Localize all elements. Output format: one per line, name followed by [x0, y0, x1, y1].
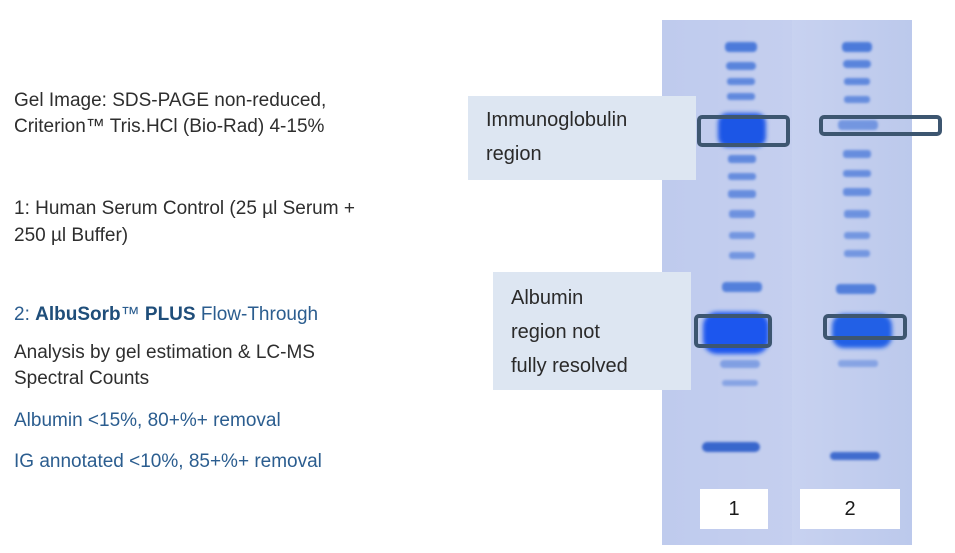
- albumin-callout: Albumin region not fully resolved: [493, 272, 691, 390]
- lane2-suffix: Flow-Through: [195, 304, 319, 325]
- analysis-line1: Analysis by gel estimation & LC-MS: [14, 342, 315, 363]
- lane1-description-line2: 250 µl Buffer): [14, 225, 129, 246]
- lane2-description: 2: AlbuSorb™ PLUS Flow-Through: [14, 302, 318, 327]
- lane2-label: 2: [800, 489, 900, 529]
- lane2-plus: PLUS: [144, 304, 196, 325]
- immunoglobulin-callout: Immunoglobulin region: [468, 96, 696, 180]
- albumin-callout-line2: region not: [511, 321, 600, 343]
- lane2-ig-box: [819, 115, 942, 136]
- lane1-albumin-box: [694, 314, 772, 348]
- lane2-albumin-box: [823, 314, 907, 340]
- albumin-callout-line3: fully resolved: [511, 355, 628, 377]
- lane2-bands: [830, 42, 892, 460]
- analysis-line2: Spectral Counts: [14, 368, 150, 389]
- albumin-result: Albumin <15%, 80+%+ removal: [14, 410, 281, 431]
- lane1-bands: [702, 42, 769, 452]
- lane1-ig-box: [697, 115, 790, 147]
- lane2-trademark: ™: [120, 304, 145, 325]
- immunoglobulin-callout-line1: Immunoglobulin: [486, 109, 628, 131]
- lane2-prefix: 2:: [14, 304, 36, 325]
- lane2-brand: AlbuSorb: [35, 304, 121, 325]
- gel-description-line2: Criterion™ Tris.HCl (Bio-Rad) 4-15%: [14, 116, 325, 137]
- ig-result: IG annotated <10%, 85+%+ removal: [14, 451, 322, 472]
- gel-description-line1: Gel Image: SDS-PAGE non-reduced,: [14, 90, 327, 111]
- albumin-callout-line1: Albumin: [511, 287, 584, 309]
- immunoglobulin-callout-line2: region: [486, 143, 542, 165]
- lane1-label: 1: [700, 489, 768, 529]
- lane1-description-line1: 1: Human Serum Control (25 µl Serum +: [14, 198, 355, 219]
